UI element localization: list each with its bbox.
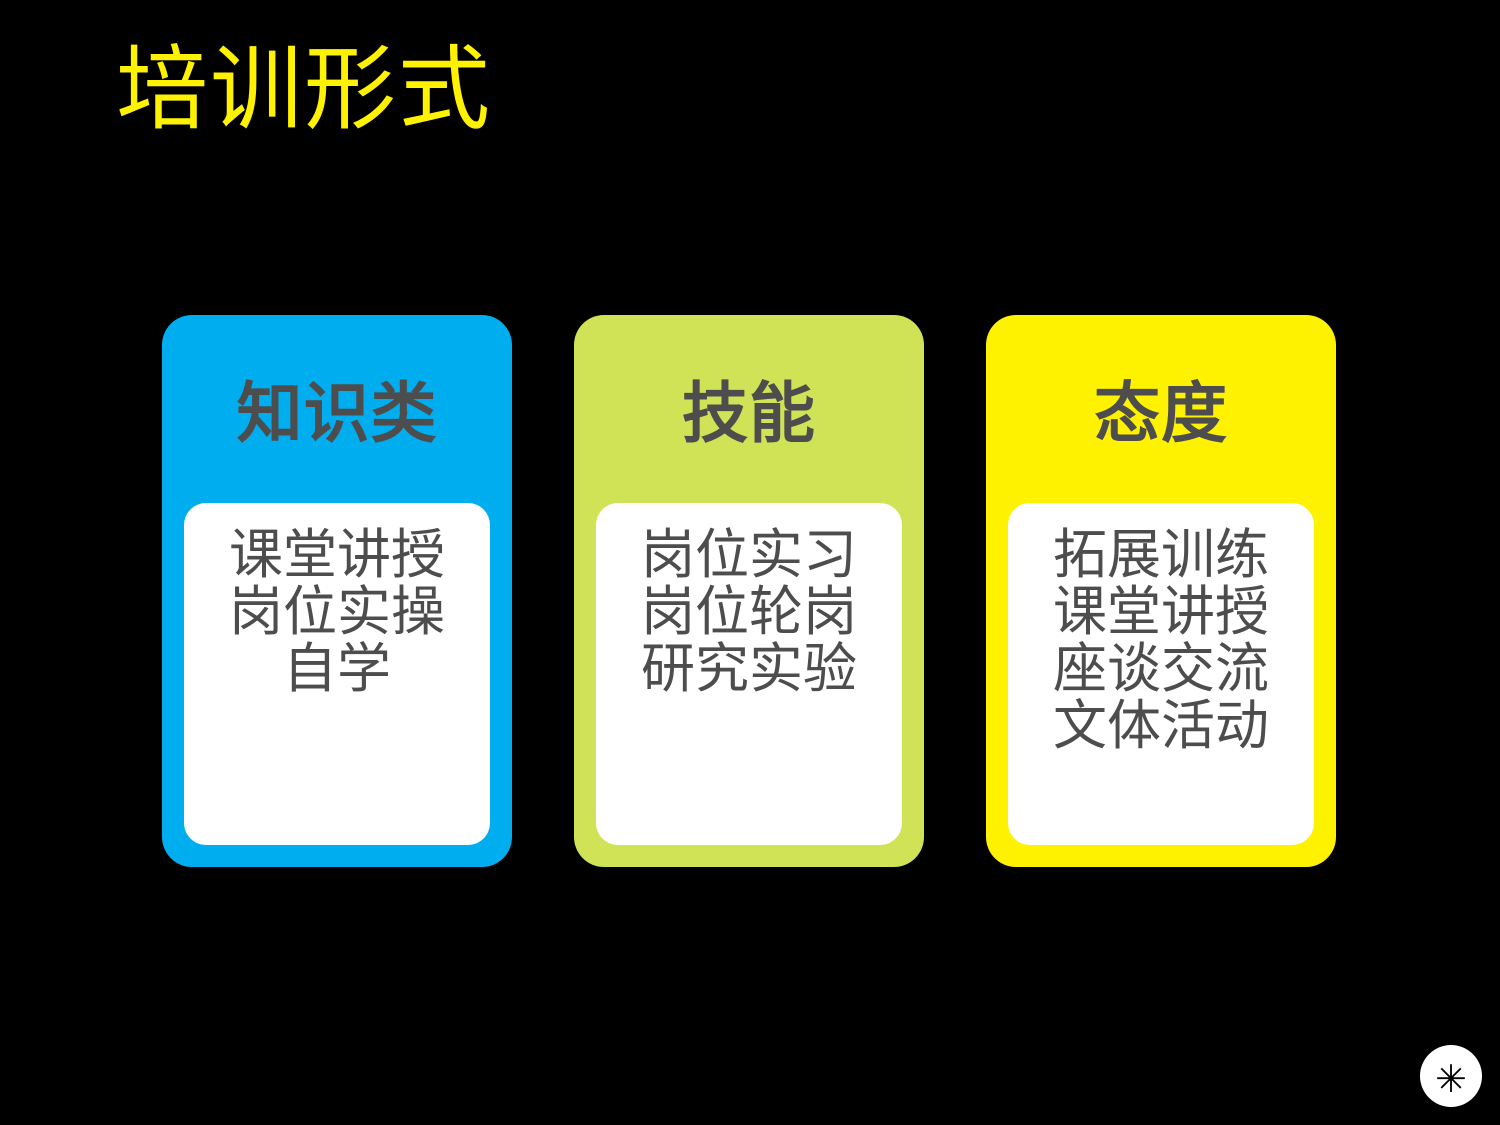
card-skill[interactable]: 技能 岗位实习 岗位轮岗 研究实验 bbox=[574, 315, 924, 867]
card-knowledge-body: 课堂讲授 岗位实操 自学 bbox=[184, 503, 490, 845]
card-attitude-header: 态度 bbox=[986, 315, 1336, 503]
list-item: 自学 bbox=[283, 639, 391, 699]
card-skill-header-label: 技能 bbox=[682, 376, 816, 450]
training-format-card-row: 知识类 课堂讲授 岗位实操 自学 技能 岗位实习 岗位轮岗 研究实验 态度 bbox=[162, 315, 1336, 867]
page-title: 培训形式 bbox=[116, 39, 493, 141]
asterisk-icon: ✳ bbox=[1435, 1059, 1467, 1101]
list-item: 课堂讲授 bbox=[229, 525, 445, 585]
card-attitude[interactable]: 态度 拓展训练 课堂讲授 座谈交流 文体活动 bbox=[986, 315, 1336, 867]
list-item: 座谈交流 bbox=[1053, 639, 1269, 699]
list-item: 岗位实操 bbox=[229, 582, 445, 642]
list-item: 课堂讲授 bbox=[1053, 582, 1269, 642]
list-item: 岗位实习 bbox=[641, 525, 857, 585]
list-item: 拓展训练 bbox=[1053, 525, 1269, 585]
card-skill-header: 技能 bbox=[574, 315, 924, 503]
list-item: 文体活动 bbox=[1053, 696, 1269, 756]
asterisk-badge[interactable]: ✳ bbox=[1420, 1045, 1482, 1107]
card-skill-body: 岗位实习 岗位轮岗 研究实验 bbox=[596, 503, 902, 845]
card-attitude-body: 拓展训练 课堂讲授 座谈交流 文体活动 bbox=[1008, 503, 1314, 845]
list-item: 岗位轮岗 bbox=[641, 582, 857, 642]
card-knowledge-header-label: 知识类 bbox=[236, 376, 438, 450]
card-attitude-header-label: 态度 bbox=[1094, 376, 1228, 450]
card-knowledge[interactable]: 知识类 课堂讲授 岗位实操 自学 bbox=[162, 315, 512, 867]
card-knowledge-header: 知识类 bbox=[162, 315, 512, 503]
list-item: 研究实验 bbox=[641, 639, 857, 699]
